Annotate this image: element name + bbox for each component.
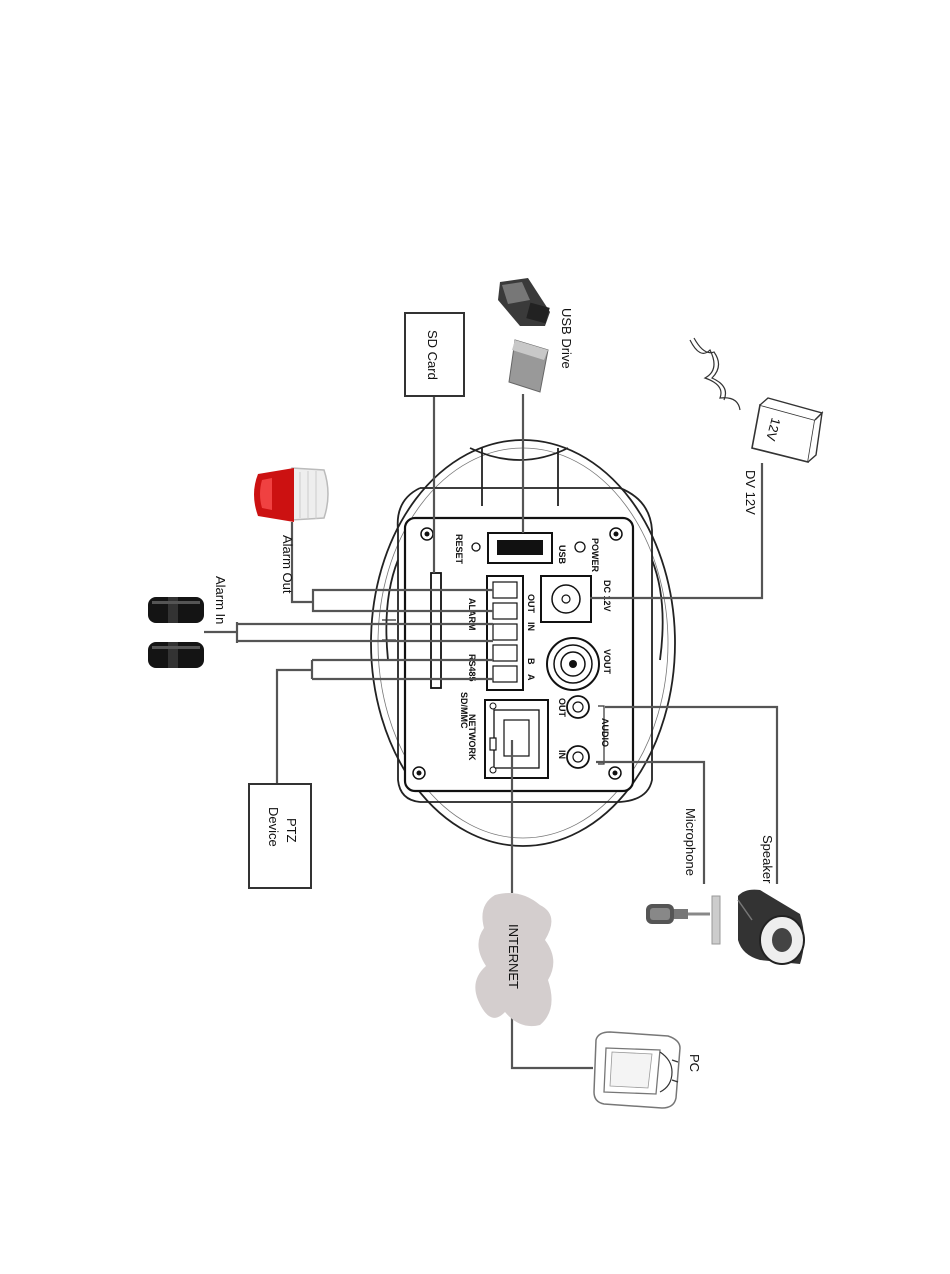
- alarm-out-port-label: OUT: [526, 594, 536, 614]
- microphone-wire: [596, 760, 706, 884]
- sd-card-device: SD Card: [404, 312, 465, 397]
- dc12v-label: DC 12V: [602, 580, 612, 612]
- sensor-icon: [148, 597, 204, 623]
- audio-out-label: OUT: [557, 698, 567, 718]
- device-label: Device: [266, 807, 281, 847]
- pc-label: PC: [687, 1054, 702, 1072]
- speaker-icon: [737, 889, 805, 965]
- microphone-label: Microphone: [683, 808, 698, 876]
- alarm-label: ALARM: [467, 598, 477, 631]
- terminal-block: [486, 575, 524, 691]
- internet-label: INTERNET: [506, 924, 521, 989]
- power-adapter-icon: 12V: [689, 337, 824, 463]
- rs485-a-label: A: [526, 674, 536, 681]
- bnc-video-out: [546, 637, 600, 691]
- ptz-label: PTZ: [284, 818, 299, 843]
- ethernet-port: [484, 699, 549, 779]
- usb-drive-label: USB Drive: [559, 308, 574, 369]
- network-label: NETWORK: [467, 714, 477, 761]
- audio-label: AUDIO: [600, 718, 610, 747]
- speaker-wire: [605, 705, 779, 884]
- screw-icon: [412, 766, 426, 780]
- reset-button[interactable]: [471, 542, 481, 552]
- internet-cloud: [475, 892, 554, 1027]
- sd-card-label: SD Card: [425, 330, 440, 380]
- alarm-in-port-label: IN: [526, 622, 536, 631]
- svg-text:12V: 12V: [763, 416, 784, 443]
- connection-wires: [204, 394, 779, 1070]
- screw-icon: [608, 766, 622, 780]
- ptz-device: PTZ Device: [248, 783, 312, 889]
- screw-icon: [609, 527, 623, 541]
- screw-icon: [420, 527, 434, 541]
- pc-icon: [593, 1031, 681, 1109]
- sensor-icon: [148, 642, 204, 668]
- reset-label: RESET: [454, 534, 464, 565]
- microphone-icon: [646, 895, 721, 945]
- rs485-label: RS485: [467, 654, 477, 682]
- sd-mmc-label: SD/MMC: [459, 692, 469, 729]
- alarm-out-label: Alarm Out: [280, 535, 295, 594]
- dc-power-wire: [590, 463, 764, 600]
- alarm-in-label: Alarm In: [213, 576, 228, 624]
- rs485-b-label: B: [526, 658, 536, 665]
- speaker-label: Speaker: [760, 835, 775, 884]
- ptz-wire: [275, 658, 493, 784]
- sd-card-slot: [430, 572, 442, 689]
- usb-drive-icon: [498, 278, 550, 393]
- pc-wire: [510, 1000, 593, 1070]
- back-panel: SD/MMC RESET USB POWER ALARM RS485 OUT I…: [403, 516, 635, 793]
- usb-label: USB: [557, 545, 567, 565]
- alarm-in-wire: [204, 622, 493, 643]
- power-led: [574, 541, 586, 553]
- siren-icon: [254, 467, 329, 522]
- alarm-out-wire: [290, 522, 493, 613]
- dv12v-label: DV 12V: [743, 470, 758, 515]
- vout-label: VOUT: [602, 649, 612, 675]
- power-label: POWER: [590, 538, 600, 573]
- audio-in-label: IN: [557, 750, 567, 759]
